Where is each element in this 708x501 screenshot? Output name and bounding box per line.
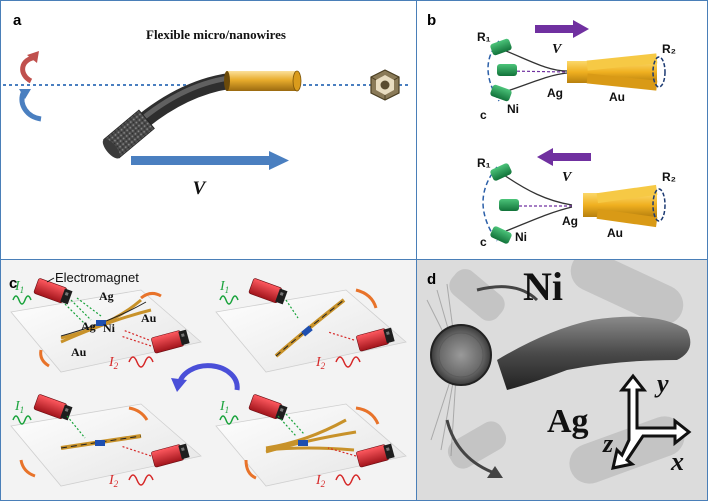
panel-b-top-diagram: R₁ R₂ V Ag Au Ni (477, 20, 676, 122)
gold-head-segment (224, 70, 302, 92)
nickel-tail-segment (102, 109, 155, 159)
svg-text:I2: I2 (315, 355, 326, 371)
c-subpanel-top-right: I1 I2 (215, 277, 407, 373)
b-top-velocity-arrow (535, 20, 589, 38)
panel-a-label: a (13, 12, 22, 29)
cargo-cube-icon (370, 69, 400, 101)
panel-c-label: c (9, 275, 17, 292)
b-bottom-ni: Ni (515, 230, 527, 244)
panel-c-svg: Electromagnet Ag Ag Ni Au Au I1 I2 (1, 260, 416, 500)
svg-text:I1: I1 (219, 399, 229, 415)
panel-b-bottom-diagram: R₁ R₂ V Ag Au Ni (477, 148, 676, 249)
d-ag-label: Ag (547, 403, 589, 440)
c-current-i1: I1 (14, 279, 24, 295)
panel-b-svg: b R₁ R₂ V Ag (427, 12, 676, 249)
velocity-label: V (193, 178, 207, 199)
b-top-c: c (480, 108, 487, 122)
c-subpanel-bottom-left: I1 I2 (10, 393, 202, 489)
cycle-arrow-icon (171, 363, 240, 392)
panel-b-label: b (427, 12, 436, 29)
d-axis-z: z (602, 429, 614, 458)
d-wire-rod (497, 316, 691, 390)
b-top-v: V (552, 42, 563, 57)
c-subpanel-top-left: Electromagnet Ag Ag Ni Au Au I1 I2 (10, 270, 202, 373)
b-top-au: Au (609, 90, 625, 104)
b-top-ni: Ni (507, 102, 519, 116)
c-ag-label-2: Ag (81, 319, 96, 333)
panel-b: b R₁ R₂ V Ag (416, 0, 708, 260)
b-bottom-ag: Ag (562, 214, 578, 228)
panel-a-title: Flexible micro/nanowires (146, 27, 286, 42)
d-axis-y: y (654, 369, 669, 398)
b-bottom-c: c (480, 235, 487, 249)
panel-c: Electromagnet Ag Ag Ni Au Au I1 I2 (0, 259, 417, 501)
svg-text:I2: I2 (108, 473, 119, 489)
d-axis-x: x (670, 447, 684, 476)
b-top-r1: R₁ (477, 30, 491, 44)
b-bottom-au: Au (607, 226, 623, 240)
c-current-i2: I2 (108, 355, 119, 371)
c-ag-label-1: Ag (99, 289, 114, 303)
c-subpanel-bottom-right: I1 I2 (215, 393, 407, 489)
svg-text:I1: I1 (14, 399, 24, 415)
velocity-arrow (131, 151, 289, 170)
b-bottom-r2: R₂ (662, 170, 676, 184)
b-top-r2: R₂ (662, 42, 676, 56)
panel-a: a Flexible micro/nanowires (0, 0, 417, 260)
b-bottom-velocity-arrow (537, 148, 591, 166)
c-au-label-1: Au (141, 311, 157, 325)
panel-d-label: d (427, 271, 436, 288)
panel-a-svg: a Flexible micro/nanowires (3, 12, 409, 199)
c-au-label-2: Au (71, 345, 87, 359)
d-disc (430, 324, 492, 386)
c-electromagnet-label: Electromagnet (55, 270, 139, 285)
b-bottom-r1: R₁ (477, 156, 491, 170)
d-ni-label: Ni (523, 264, 563, 309)
rotation-arrows-icon (19, 51, 42, 122)
b-top-ag: Ag (547, 86, 563, 100)
svg-text:I2: I2 (315, 473, 326, 489)
c-ni-label: Ni (103, 321, 116, 335)
d-coordinate-axes (611, 373, 692, 470)
panel-d: d Ni Ag y x z (416, 259, 708, 501)
b-bottom-v: V (562, 170, 573, 185)
panel-d-svg: d Ni Ag y x z (417, 260, 707, 500)
svg-text:I1: I1 (219, 279, 229, 295)
